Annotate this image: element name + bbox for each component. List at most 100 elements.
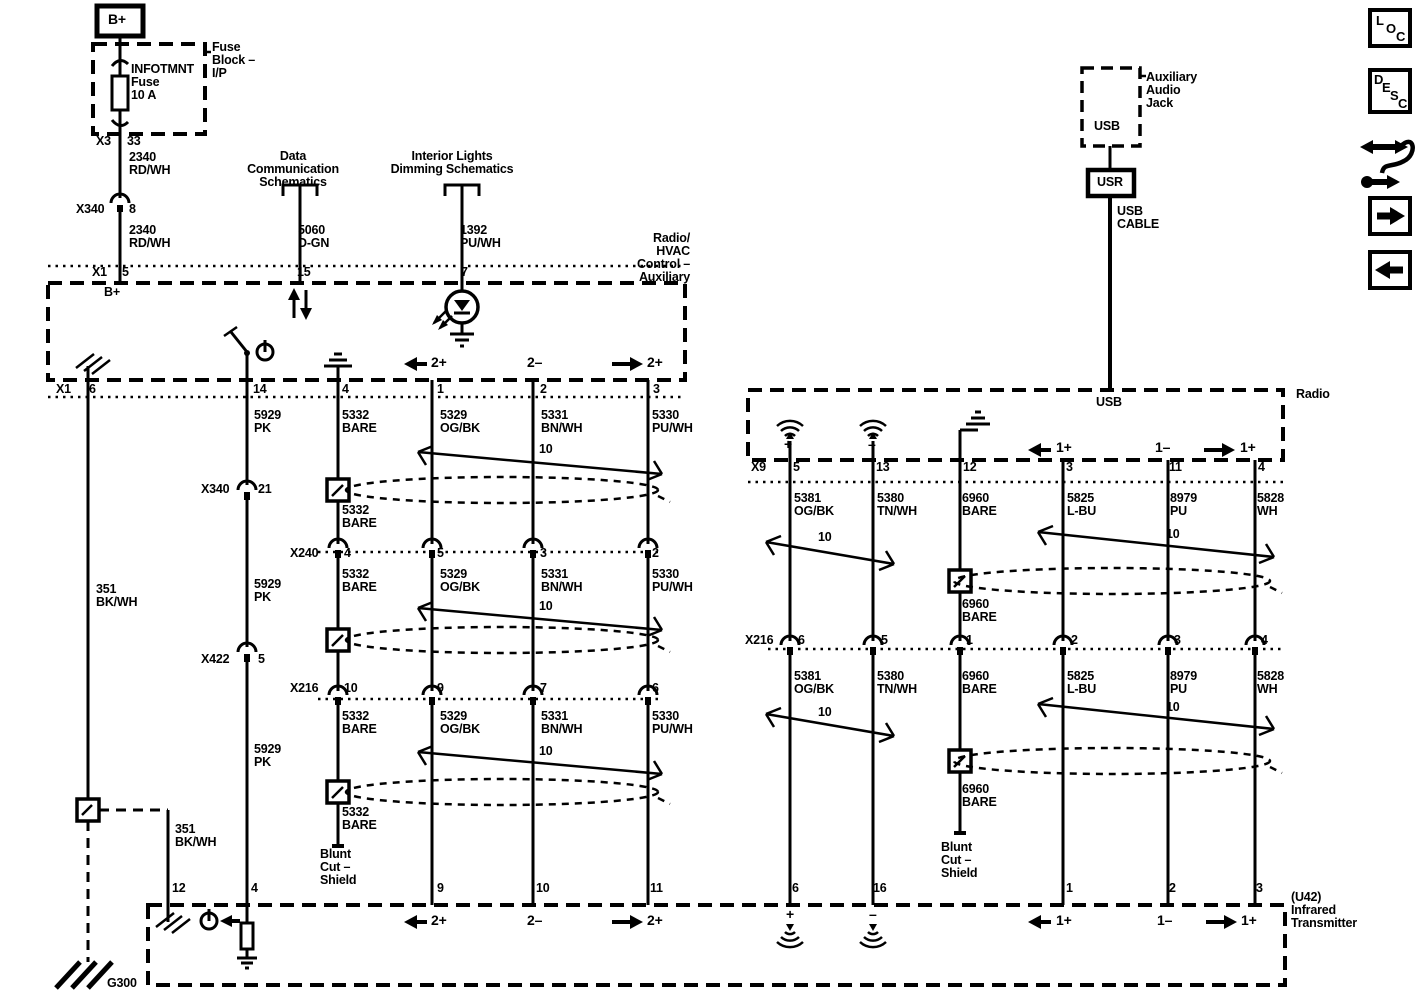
x216r-pin3: 3 bbox=[1174, 633, 1181, 647]
pin-7-label: 7 bbox=[461, 265, 468, 279]
wire-6960-shield bbox=[947, 460, 973, 835]
x216r-pin4: 4 bbox=[1261, 633, 1268, 647]
x1-pin2: 2 bbox=[540, 382, 547, 396]
x240-label: X240 bbox=[290, 546, 319, 560]
u42-label: (U42) Infrared Transmitter bbox=[1291, 890, 1357, 930]
bt-pol-2minus: 2– bbox=[527, 912, 543, 928]
x9-label: X9 bbox=[751, 460, 766, 474]
pin-15-label: 15 bbox=[297, 265, 311, 279]
wire-5330-1: 5330 PU/WH bbox=[652, 408, 693, 435]
usb-cable-label: USB CABLE bbox=[1117, 204, 1160, 231]
wire-5330-3: 5330 PU/WH bbox=[652, 709, 693, 736]
wire-5332-shield bbox=[325, 397, 351, 848]
wire-5332-5: 5332 BARE bbox=[342, 805, 377, 832]
x340-8-connector bbox=[109, 192, 131, 283]
x216-left-connector-row bbox=[318, 684, 662, 705]
pol-1minus: 1– bbox=[1155, 439, 1171, 455]
wire-5380-1: 5380 TN/WH bbox=[877, 491, 917, 518]
bt-pol-1minus: 1– bbox=[1157, 912, 1173, 928]
wire-5329-1: 5329 OG/BK bbox=[440, 408, 480, 435]
wire-5329-3: 5329 OG/BK bbox=[440, 709, 480, 736]
radio-box bbox=[746, 388, 1285, 462]
loc-letter-c: C bbox=[1396, 29, 1406, 44]
x3-label: X3 bbox=[96, 134, 111, 148]
desc-letter-s: S bbox=[1390, 88, 1399, 103]
data-comm-title: Data Communication Schematics bbox=[247, 149, 339, 189]
wire-2340b-label: 2340 RD/WH bbox=[129, 223, 171, 250]
fuse-block-ip bbox=[91, 36, 211, 198]
x422-label: X422 bbox=[201, 652, 230, 666]
pol-2minus: 2– bbox=[527, 354, 543, 370]
desc-letter-e: E bbox=[1382, 80, 1391, 95]
ground-icon bbox=[75, 353, 111, 397]
x216-left-label: X216 bbox=[290, 681, 319, 695]
bt-pin9: 9 bbox=[437, 881, 444, 895]
bt-pin11: 11 bbox=[650, 881, 663, 895]
wire-6960-1: 6960 BARE bbox=[962, 491, 997, 518]
x216-pin6: 6 bbox=[652, 681, 659, 695]
x216-right-label: X216 bbox=[745, 633, 774, 647]
x1-pin14: 14 bbox=[253, 382, 267, 396]
infrared-transmitter-box bbox=[146, 903, 1287, 987]
wire-5828-1: 5828 WH bbox=[1257, 491, 1285, 518]
bt-ant-plus: + bbox=[786, 906, 794, 922]
bt-pin16: 16 bbox=[873, 881, 887, 895]
wire-351b-label: 351 BK/WH bbox=[175, 822, 217, 849]
tp-10-r2: 10 bbox=[1166, 527, 1180, 541]
wire-5825-1: 5825 L-BU bbox=[1067, 491, 1097, 518]
back-page-button[interactable] bbox=[1368, 250, 1412, 290]
forward-arrow-icon bbox=[1377, 207, 1405, 225]
bt-pin2: 2 bbox=[1169, 881, 1176, 895]
wire-351-label: 351 BK/WH bbox=[96, 582, 138, 609]
wire-5381-1: 5381 OG/BK bbox=[794, 491, 834, 518]
radio-usb-in-label: USB bbox=[1096, 395, 1122, 409]
x1-bottom-label: X1 bbox=[56, 382, 71, 396]
b-plus-label: B+ bbox=[108, 11, 126, 27]
next-page-button[interactable] bbox=[1368, 196, 1412, 236]
x216r-pin5: 5 bbox=[881, 633, 888, 647]
bt-pol-1plus-a: 1+ bbox=[1056, 912, 1072, 928]
wire-6960-2: 6960 BARE bbox=[962, 597, 997, 624]
shield-drain-ellipses-left bbox=[344, 475, 671, 807]
x216-pin9: 9 bbox=[437, 681, 444, 695]
radio-polarity-arrows bbox=[1028, 443, 1235, 457]
aux-audio-jack-box bbox=[1080, 66, 1146, 390]
back-arrow-icon bbox=[1375, 261, 1403, 279]
wire-5331-3: 5331 BN/WH bbox=[541, 709, 583, 736]
wire-route-button[interactable] bbox=[1358, 128, 1417, 190]
wire-5929-pk bbox=[236, 397, 258, 905]
wire-8979-2: 8979 PU bbox=[1170, 669, 1198, 696]
pin-33-label: 33 bbox=[127, 134, 141, 148]
x9-pin4: 4 bbox=[1258, 460, 1265, 474]
desc-letter-c: C bbox=[1398, 96, 1408, 111]
x240-pin2: 2 bbox=[652, 546, 659, 560]
x340-pin21: 21 bbox=[258, 482, 272, 496]
fuse-block-label: Fuse Block – I/P bbox=[212, 40, 256, 80]
wire-5332-3: 5332 BARE bbox=[342, 567, 377, 594]
wire-5828-2: 5828 WH bbox=[1257, 669, 1285, 696]
wire-8979-1: 8979 PU bbox=[1170, 491, 1198, 518]
wire-6960-3: 6960 BARE bbox=[962, 669, 997, 696]
data-arrows-icon bbox=[288, 288, 312, 320]
radio-shield-ground-icon bbox=[958, 410, 990, 460]
bt-pin1: 1 bbox=[1066, 881, 1073, 895]
wire-5332-4: 5332 BARE bbox=[342, 709, 377, 736]
wire-pk-1: 5929 PK bbox=[254, 408, 282, 435]
x9-pin5: 5 bbox=[793, 460, 800, 474]
wire-5825-2: 5825 L-BU bbox=[1067, 669, 1097, 696]
shield-drain-ellipses-right bbox=[952, 566, 1283, 776]
wire-1392-label: 1392 PU/WH bbox=[460, 223, 501, 250]
x9-pin12: 12 bbox=[963, 460, 977, 474]
desc-button[interactable]: D E S C bbox=[1368, 68, 1412, 114]
x1-pin6: 6 bbox=[89, 382, 96, 396]
blunt-cut-left: Blunt Cut – Shield bbox=[320, 847, 357, 887]
tp-10-r4: 10 bbox=[1166, 700, 1180, 714]
wire-route-icon bbox=[1360, 139, 1415, 189]
shield-ground-icon bbox=[324, 352, 352, 397]
loc-button[interactable]: L O C bbox=[1368, 8, 1412, 48]
bt-pin12: 12 bbox=[172, 881, 186, 895]
bt-pol-1plus-b: 1+ bbox=[1241, 912, 1257, 928]
wire-5331-2: 5331 BN/WH bbox=[541, 567, 583, 594]
